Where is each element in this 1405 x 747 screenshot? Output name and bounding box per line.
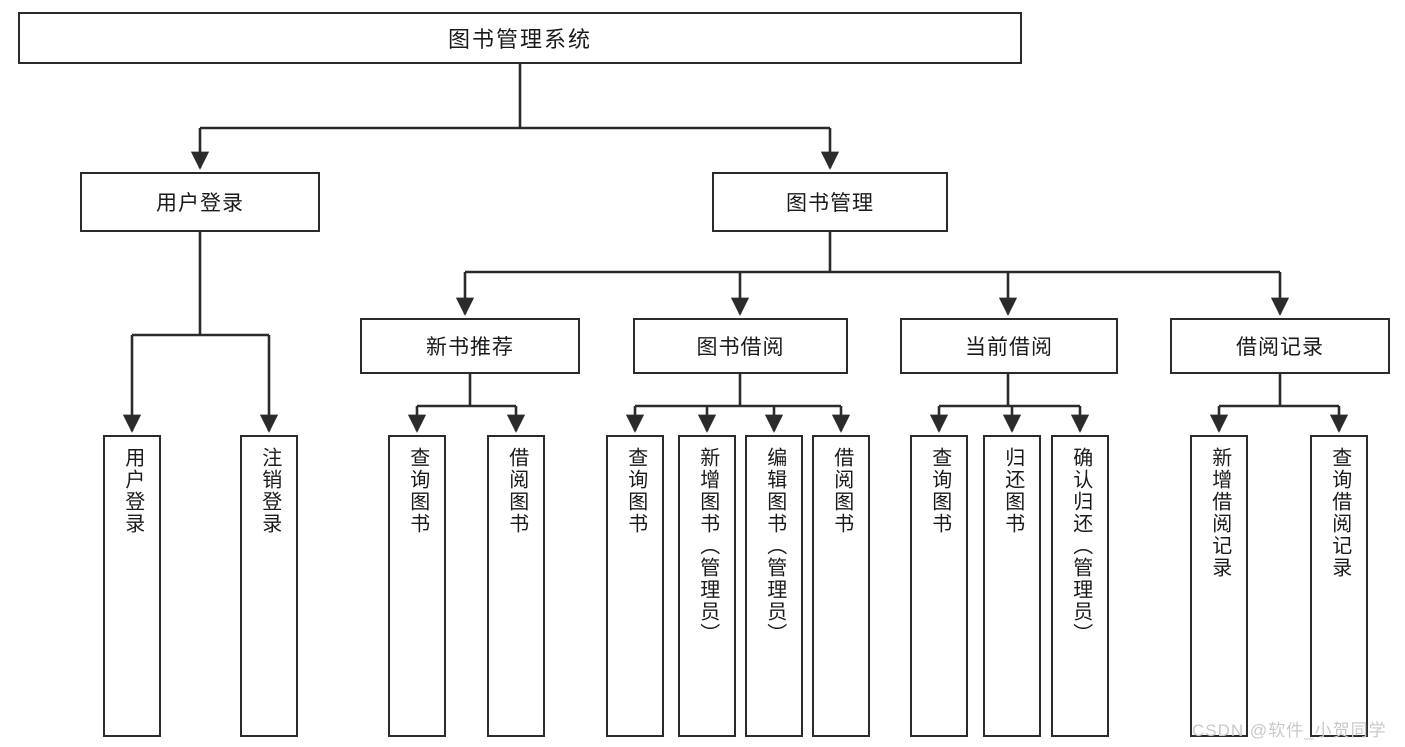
node-leaf-query-book[interactable]: 查询图书 bbox=[606, 435, 664, 737]
node-leaf-return-book[interactable]: 归还图书 bbox=[983, 435, 1041, 737]
node-leaf-query-book-rec[interactable]: 查询图书 bbox=[388, 435, 446, 737]
node-current-borrowing[interactable]: 当前借阅 bbox=[900, 318, 1118, 374]
node-book-management[interactable]: 图书管理 bbox=[712, 172, 948, 232]
node-leaf-add-borrow-record[interactable]: 新增借阅记录 bbox=[1190, 435, 1248, 737]
node-leaf-query-book-current[interactable]: 查询图书 bbox=[910, 435, 968, 737]
node-leaf-edit-book-admin[interactable]: 编辑图书（管理员） bbox=[745, 435, 803, 737]
node-new-book-recommendation[interactable]: 新书推荐 bbox=[360, 318, 580, 374]
node-book-borrowing[interactable]: 图书借阅 bbox=[633, 318, 848, 374]
node-leaf-add-book-admin[interactable]: 新增图书（管理员） bbox=[678, 435, 736, 737]
node-leaf-query-borrow-record[interactable]: 查询借阅记录 bbox=[1310, 435, 1368, 737]
node-leaf-logout[interactable]: 注销登录 bbox=[240, 435, 298, 737]
node-user-login[interactable]: 用户登录 bbox=[80, 172, 320, 232]
node-leaf-user-login[interactable]: 用户登录 bbox=[103, 435, 161, 737]
node-leaf-confirm-return-admin[interactable]: 确认归还（管理员） bbox=[1051, 435, 1109, 737]
node-borrowing-record[interactable]: 借阅记录 bbox=[1170, 318, 1390, 374]
node-leaf-borrow-book-rec[interactable]: 借阅图书 bbox=[487, 435, 545, 737]
node-leaf-borrow-book[interactable]: 借阅图书 bbox=[812, 435, 870, 737]
node-root-book-management-system[interactable]: 图书管理系统 bbox=[18, 12, 1022, 64]
